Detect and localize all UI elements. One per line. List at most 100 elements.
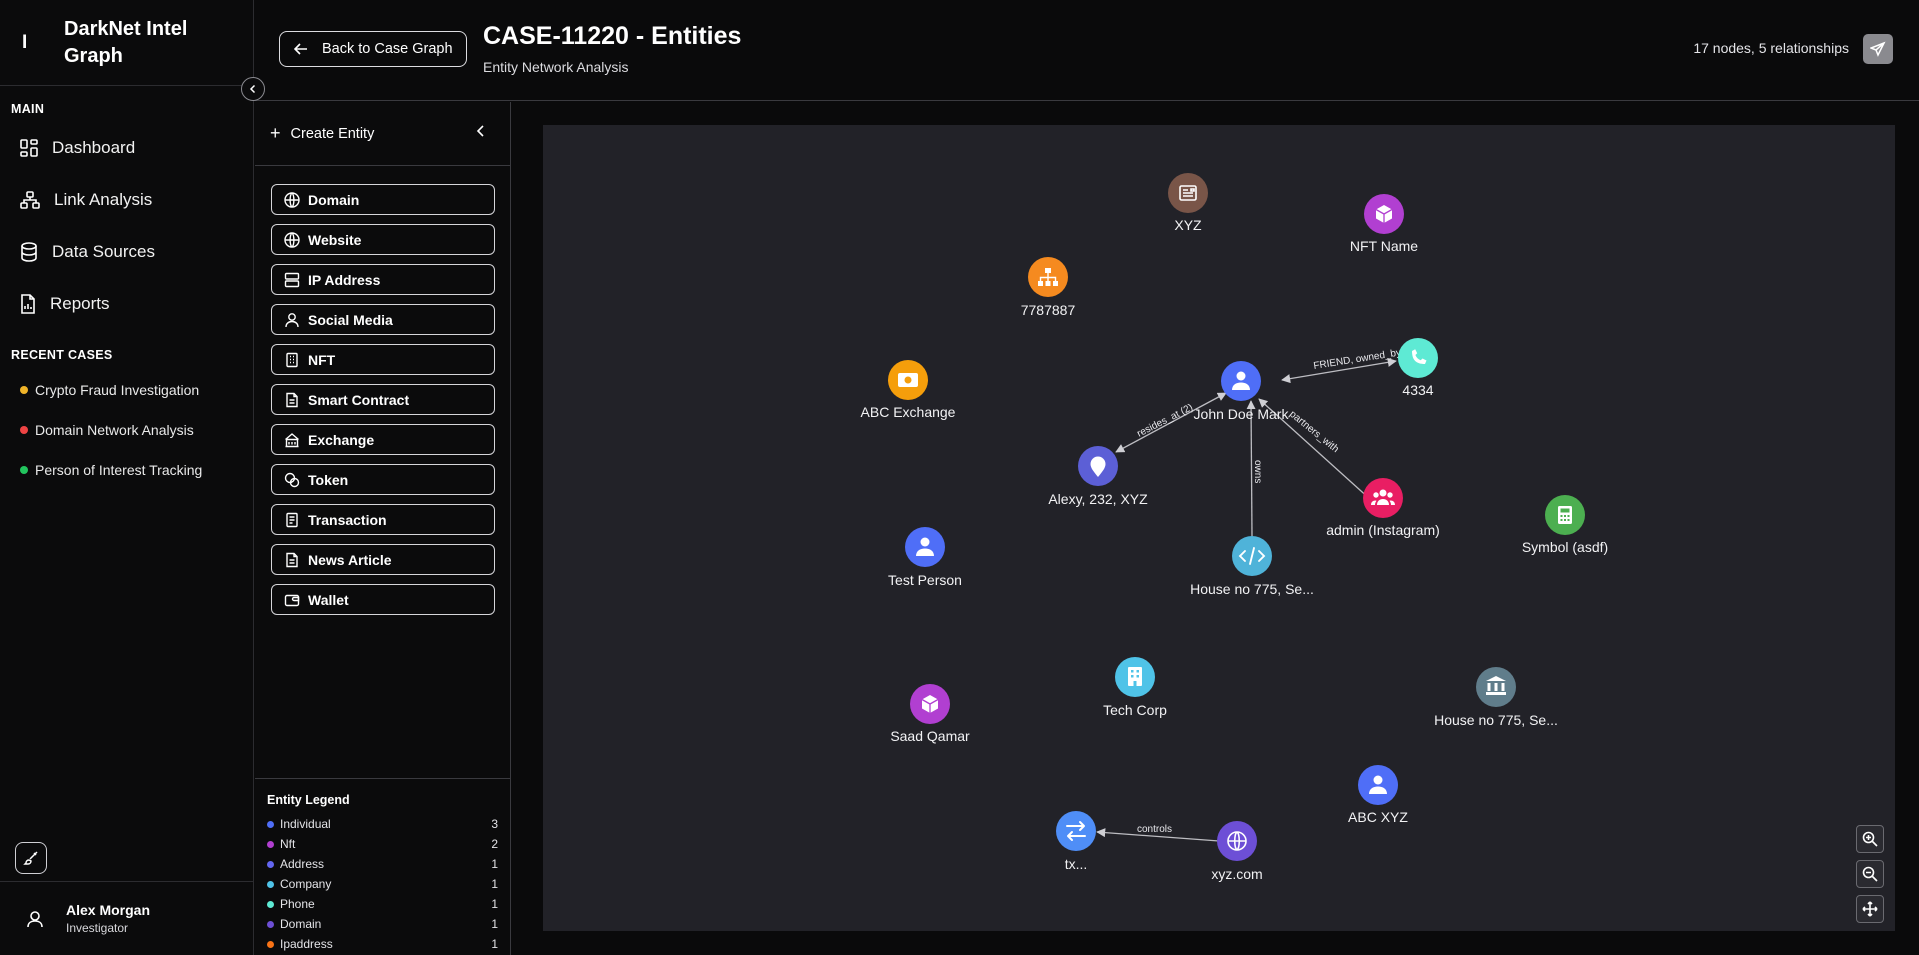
user-role: Investigator xyxy=(66,921,129,935)
page-header: Back to Case Graph CASE-11220 - Entities… xyxy=(255,0,1919,101)
recent-case-item[interactable]: Domain Network Analysis xyxy=(0,410,253,450)
node-label: House no 775, Se... xyxy=(1190,581,1314,597)
status-dot xyxy=(20,426,28,434)
network-graph[interactable]: FRIEND, owned_by resides_at (2) owns par… xyxy=(543,125,1895,931)
entity-panel: + Create Entity Domain Website IP Addres… xyxy=(255,102,511,955)
graph-node-abc-exchange[interactable]: ABC Exchange xyxy=(861,360,956,420)
graph-node-alexy[interactable]: Alexy, 232, XYZ xyxy=(1048,446,1148,507)
node-label: NFT Name xyxy=(1350,238,1418,254)
brand[interactable]: I DarkNet Intel Graph xyxy=(0,0,253,86)
entity-button-exchange[interactable]: Exchange xyxy=(271,424,495,455)
edge-friend[interactable] xyxy=(1281,357,1397,384)
graph-node-abc-xyz[interactable]: ABC XYZ xyxy=(1348,765,1408,825)
legend-dot xyxy=(267,860,274,868)
create-entity-header[interactable]: + Create Entity xyxy=(255,102,510,166)
legend-label: Company xyxy=(280,877,332,891)
legend-label: Individual xyxy=(280,817,331,831)
zoom-out-button[interactable] xyxy=(1856,860,1884,888)
chevron-left-icon[interactable] xyxy=(476,124,486,138)
entity-button-nft[interactable]: NFT xyxy=(271,344,495,375)
graph-node-saad-qamar[interactable]: Saad Qamar xyxy=(890,684,970,744)
edge-owns[interactable] xyxy=(1246,400,1256,537)
node-label: tx... xyxy=(1065,856,1088,872)
legend-dot xyxy=(267,900,274,908)
chevron-left-icon xyxy=(249,84,256,94)
graph-node-nft-name[interactable]: NFT Name xyxy=(1350,194,1418,254)
nav-item-link-analysis[interactable]: Link Analysis xyxy=(0,174,253,226)
graph-node-test-person[interactable]: Test Person xyxy=(888,527,962,588)
entity-button-ip-address[interactable]: IP Address xyxy=(271,264,495,295)
calculator-icon xyxy=(1558,506,1572,524)
recent-case-item[interactable]: Person of Interest Tracking xyxy=(0,450,253,490)
phone-icon xyxy=(1412,349,1427,364)
edge-controls[interactable] xyxy=(1096,828,1220,842)
recent-cases: Crypto Fraud Investigation Domain Networ… xyxy=(0,370,253,490)
graph-edges xyxy=(1096,357,1397,842)
user-profile[interactable]: Alex Morgan Investigator xyxy=(0,881,254,955)
entity-button-social-media[interactable]: Social Media xyxy=(271,304,495,335)
node-label: admin (Instagram) xyxy=(1326,522,1440,538)
back-to-case-graph-button[interactable]: Back to Case Graph xyxy=(279,31,467,67)
graph-node-house-bank[interactable]: House no 775, Se... xyxy=(1434,667,1558,728)
graph-node-symbol-asdf[interactable]: Symbol (asdf) xyxy=(1522,495,1608,555)
nav-item-dashboard[interactable]: Dashboard xyxy=(0,122,253,174)
theme-toggle-button[interactable] xyxy=(15,842,47,874)
node-circle xyxy=(1358,765,1398,805)
plus-icon: + xyxy=(270,123,281,143)
nav-item-data-sources[interactable]: Data Sources xyxy=(0,226,253,278)
building-icon xyxy=(1128,667,1142,686)
node-label: Tech Corp xyxy=(1103,702,1167,718)
legend-dot xyxy=(267,940,274,948)
document-icon xyxy=(286,392,298,407)
entity-button-domain[interactable]: Domain xyxy=(271,184,495,215)
sidebar-collapse-button[interactable] xyxy=(241,77,265,101)
graph-node-xyz[interactable]: XYZ xyxy=(1168,173,1208,233)
edge-partners[interactable] xyxy=(1258,398,1372,501)
entity-button-website[interactable]: Website xyxy=(271,224,495,255)
person-icon xyxy=(1232,371,1250,390)
entity-button-label: NFT xyxy=(308,351,336,368)
graph-node-admin-instagram[interactable]: admin (Instagram) xyxy=(1326,478,1440,538)
group-icon xyxy=(1371,489,1395,505)
entity-type-list: Domain Website IP Address Social Media N… xyxy=(255,166,510,615)
recent-case-label: Crypto Fraud Investigation xyxy=(35,382,200,398)
graph-node-xyz-com[interactable]: xyz.com xyxy=(1211,821,1263,882)
nav-item-label: Reports xyxy=(50,294,110,313)
graph-canvas[interactable]: FRIEND, owned_by resides_at (2) owns par… xyxy=(543,125,1895,931)
graph-area: FRIEND, owned_by resides_at (2) owns par… xyxy=(512,102,1919,955)
nav-item-reports[interactable]: Reports xyxy=(0,278,253,330)
entity-button-label: Social Media xyxy=(308,311,393,328)
entity-button-token[interactable]: Token xyxy=(271,464,495,495)
graph-node-tech-corp[interactable]: Tech Corp xyxy=(1103,657,1167,718)
nav-item-label: Dashboard xyxy=(52,138,136,157)
entity-button-transaction[interactable]: Transaction xyxy=(271,504,495,535)
entity-button-news-article[interactable]: News Article xyxy=(271,544,495,575)
zoom-in-icon xyxy=(1862,831,1878,847)
entity-button-label: Domain xyxy=(308,191,360,208)
entity-button-label: News Article xyxy=(308,551,392,568)
recent-case-item[interactable]: Crypto Fraud Investigation xyxy=(0,370,253,410)
edge-resides[interactable] xyxy=(1115,392,1227,453)
legend-count: 1 xyxy=(491,897,498,911)
entity-button-wallet[interactable]: Wallet xyxy=(271,584,495,615)
legend-dot xyxy=(267,880,274,888)
zoom-in-button[interactable] xyxy=(1856,825,1884,853)
entity-button-smart-contract[interactable]: Smart Contract xyxy=(271,384,495,415)
entity-button-label: Smart Contract xyxy=(308,391,410,408)
fit-view-button[interactable] xyxy=(1856,895,1884,923)
graph-node-tx[interactable]: tx... xyxy=(1056,811,1096,872)
share-button[interactable] xyxy=(1863,34,1893,64)
graph-node-house-code[interactable]: House no 775, Se... xyxy=(1190,536,1314,597)
entity-button-label: Token xyxy=(308,471,349,488)
graph-node-4334[interactable]: 4334 xyxy=(1398,338,1438,398)
graph-node-john-doe-mark[interactable]: John Doe Mark xyxy=(1194,361,1290,422)
brand-title: DarkNet Intel Graph xyxy=(64,17,188,67)
cube-icon xyxy=(921,695,939,713)
graph-node-7787887[interactable]: 7787887 xyxy=(1021,257,1076,318)
legend-label: Nft xyxy=(280,837,296,851)
